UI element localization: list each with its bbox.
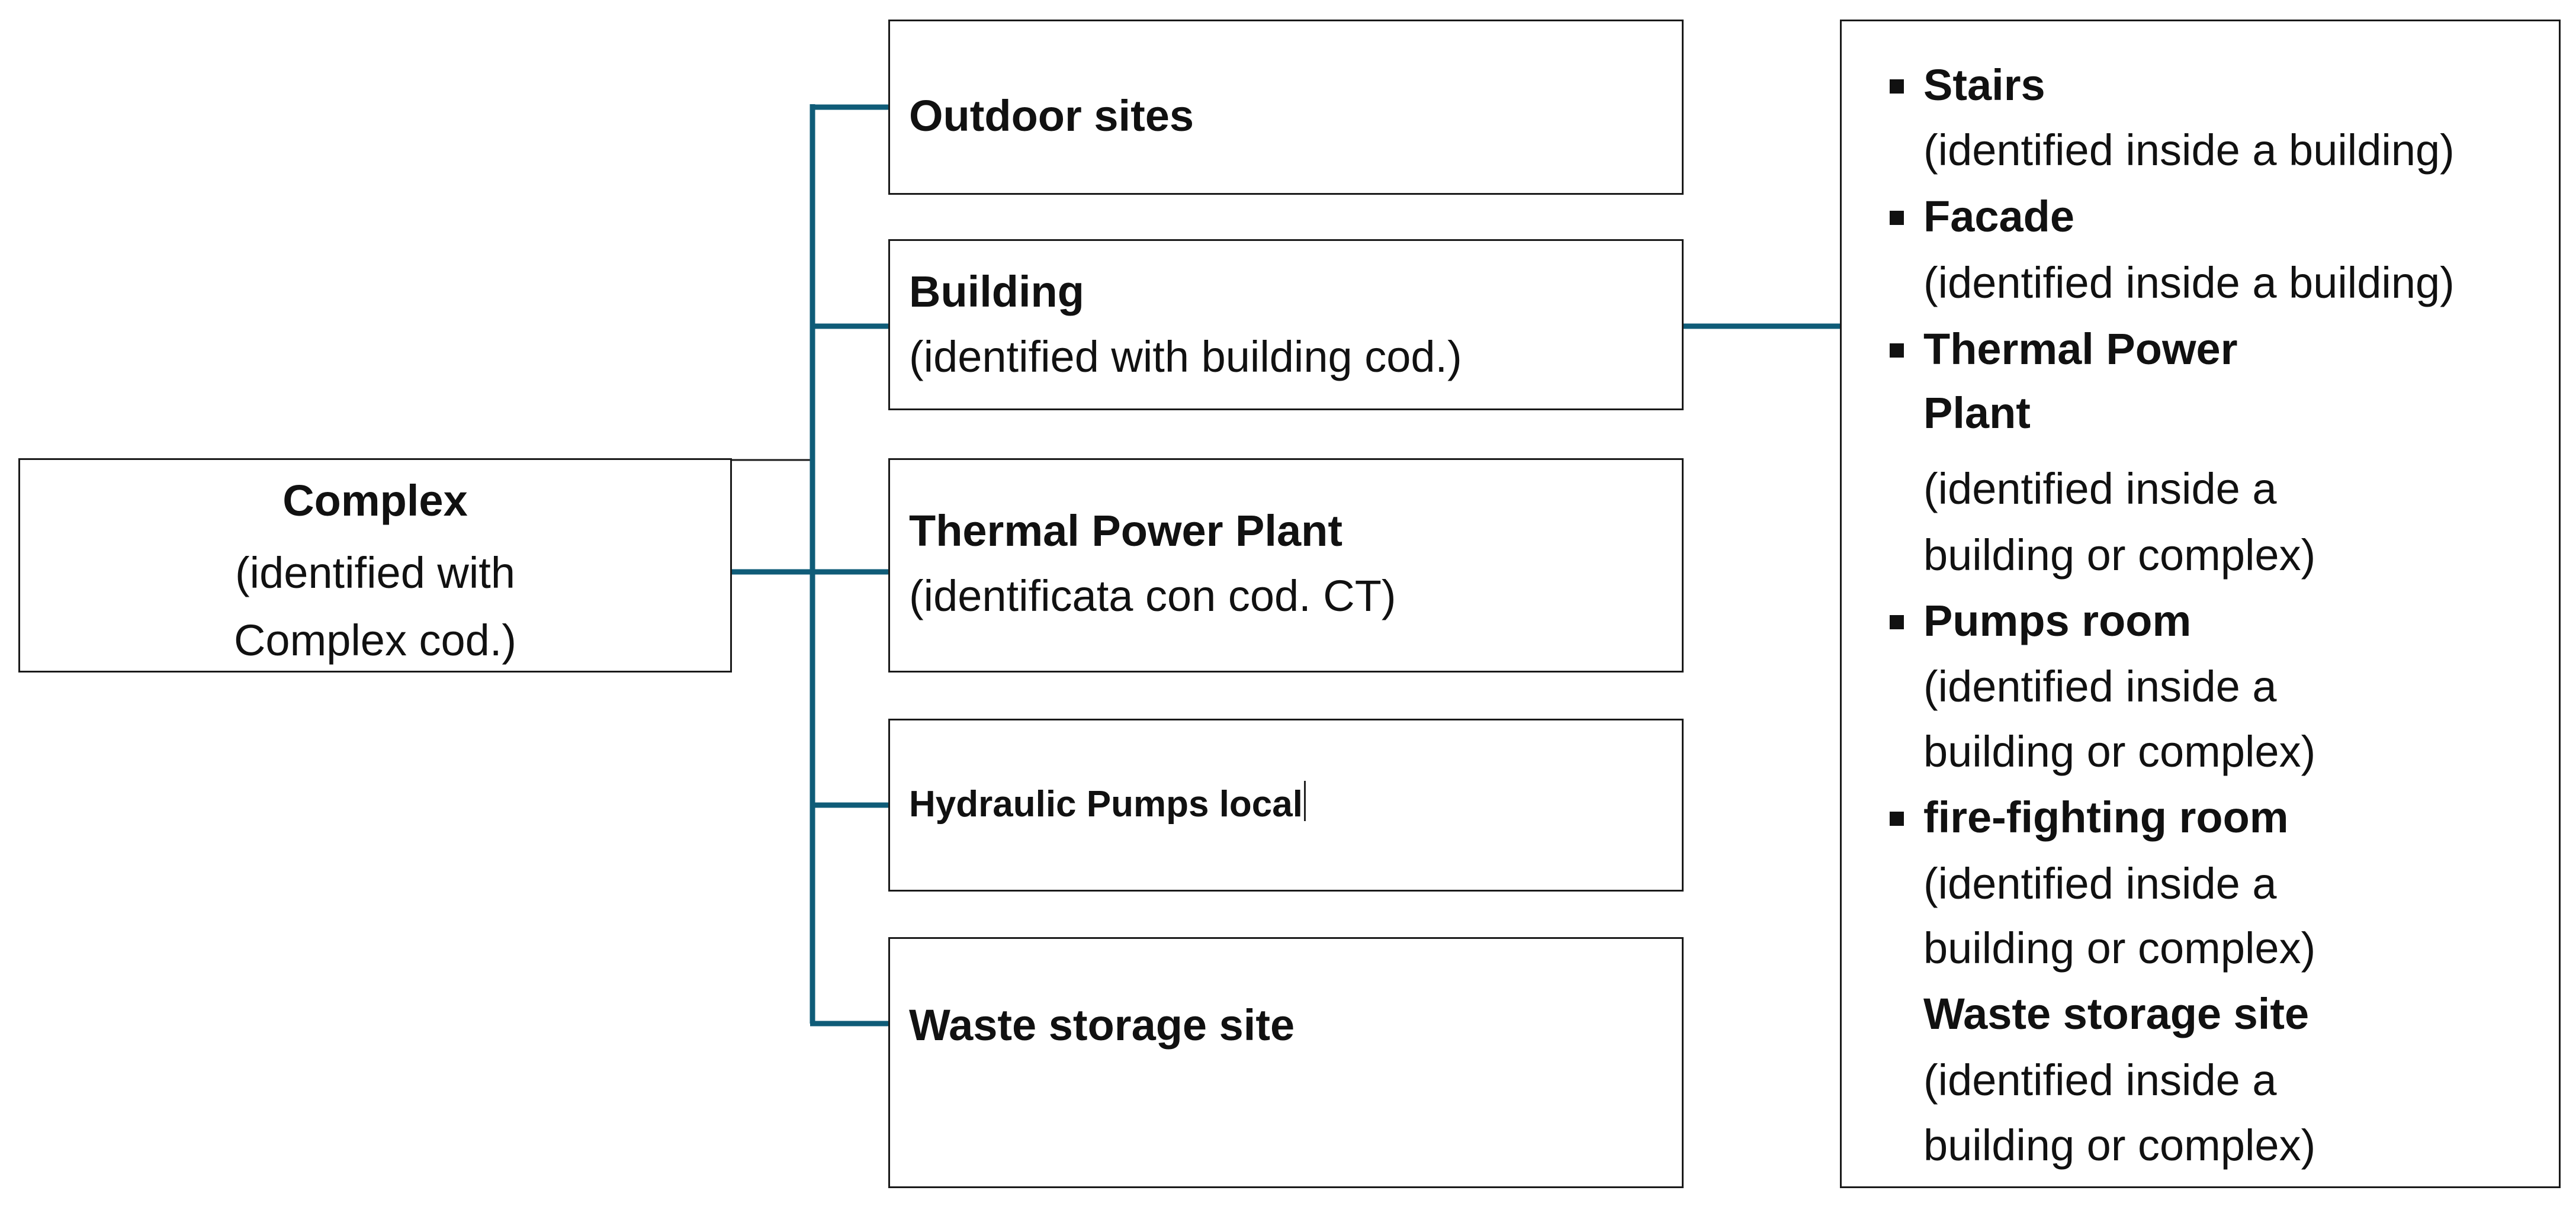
waste-storage-site-box: Waste storage site — [888, 937, 1684, 1188]
complex-box: Complex (identified with Complex cod.) — [18, 458, 732, 673]
hydraulic-pumps-title: Hydraulic Pumps local — [909, 784, 1303, 825]
bullet-marker — [1890, 79, 1904, 94]
thermal-power-plant-box: Thermal Power Plant (identificata con co… — [888, 458, 1684, 673]
complex-title: Complex — [282, 476, 468, 525]
building-box: Building (identified with building cod.) — [888, 239, 1684, 410]
waste-storage-site-detail-title: Waste storage site — [1923, 989, 2310, 1038]
complex-subtitle-line-1: (identified with — [235, 548, 515, 597]
building-subtitle: (identified with building cod.) — [909, 332, 1462, 381]
stairs-title: Stairs — [1923, 60, 2045, 110]
outdoor-sites-title: Outdoor sites — [909, 91, 1194, 140]
hydraulic-pumps-title-wrap[interactable]: Hydraulic Pumps local — [909, 775, 1306, 834]
bullet-marker — [1890, 812, 1904, 826]
waste-storage-site-title: Waste storage site — [909, 1000, 1295, 1050]
stairs-note: (identified inside a building) — [1923, 126, 2455, 175]
thermal-power-plant-detail-note-line-2: building or complex) — [1923, 530, 2316, 580]
complex-subtitle-line-2: Complex cod.) — [233, 616, 517, 665]
outdoor-sites-box: Outdoor sites — [888, 20, 1684, 195]
bullet-marker — [1890, 211, 1904, 225]
thermal-power-plant-detail-title-line-1: Thermal Power — [1923, 324, 2238, 374]
thermal-power-plant-subtitle: (identificata con cod. CT) — [909, 571, 1396, 620]
waste-storage-site-detail-note-line-2: building or complex) — [1923, 1121, 2316, 1170]
fire-fighting-room-title: fire-fighting room — [1923, 793, 2289, 842]
pumps-room-title: Pumps room — [1923, 596, 2192, 645]
facade-note: (identified inside a building) — [1923, 258, 2455, 307]
hydraulic-pumps-box: Hydraulic Pumps local — [888, 719, 1684, 892]
pumps-room-note-line-2: building or complex) — [1923, 727, 2316, 776]
thermal-power-plant-title: Thermal Power Plant — [909, 506, 1342, 555]
text-cursor — [1304, 781, 1306, 821]
bullet-marker — [1890, 615, 1904, 629]
fire-fighting-room-note-line-1: (identified inside a — [1923, 859, 2277, 908]
waste-storage-site-detail-note-line-1: (identified inside a — [1923, 1056, 2277, 1105]
fire-fighting-room-note-line-2: building or complex) — [1923, 924, 2316, 973]
thermal-power-plant-detail-title-line-2: Plant — [1923, 388, 2031, 437]
facade-title: Facade — [1923, 192, 2075, 241]
thermal-power-plant-detail-note-line-1: (identified inside a — [1923, 464, 2277, 513]
bullet-marker — [1890, 343, 1904, 358]
pumps-room-note-line-1: (identified inside a — [1923, 662, 2277, 711]
details-list-box: Stairs (identified inside a building) Fa… — [1840, 20, 2561, 1188]
building-title: Building — [909, 267, 1084, 316]
